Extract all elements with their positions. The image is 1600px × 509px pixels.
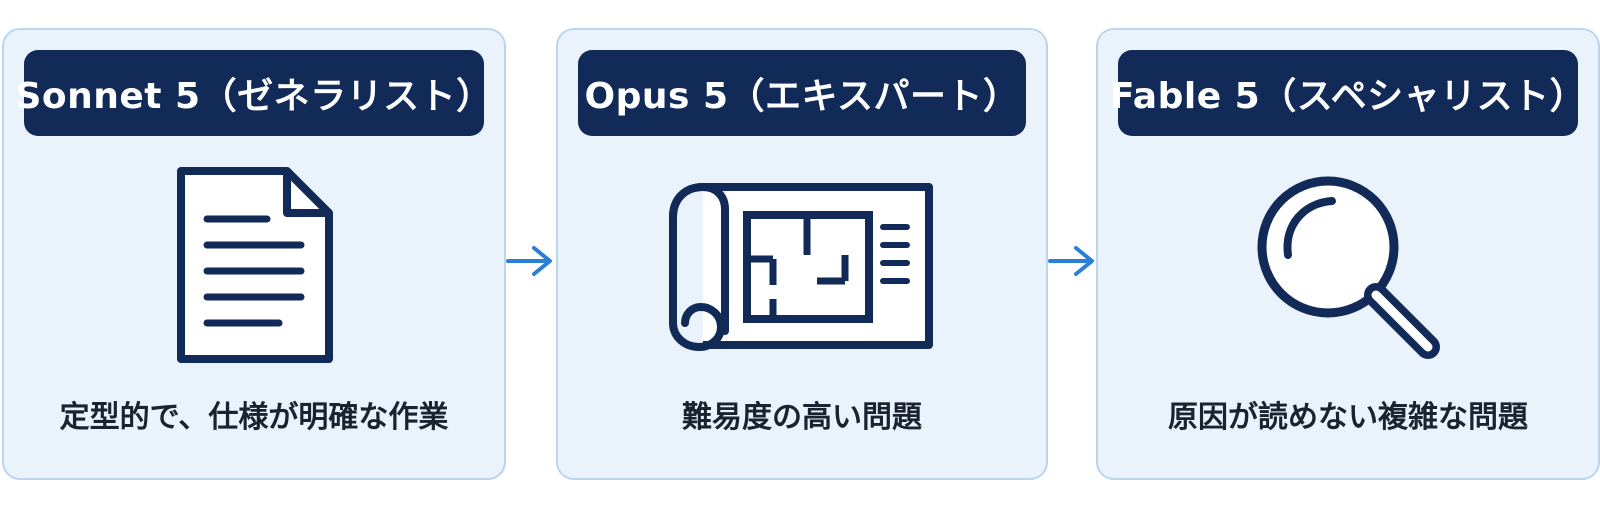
card-caption: 原因が読めない複雑な問題 xyxy=(1168,400,1528,435)
arrow-right-icon xyxy=(1048,244,1098,282)
card-title: Sonnet 5（ゼネラリスト） xyxy=(15,50,492,136)
card-title: Opus 5（エキスパート） xyxy=(578,50,1026,136)
card-caption: 定型的で、仕様が明確な作業 xyxy=(59,400,449,435)
arrow-right-icon xyxy=(506,244,556,282)
card-title: Fable 5（スペシャリスト） xyxy=(1110,50,1586,136)
card-opus: Opus 5（エキスパート） 難易度の高い問題 xyxy=(556,28,1048,480)
magnifier-icon xyxy=(1248,165,1448,369)
card-caption: 難易度の高い問題 xyxy=(682,400,922,435)
card-fable: Fable 5（スペシャリスト） 原因が読めない複雑な問題 xyxy=(1096,28,1600,480)
card-sonnet: Sonnet 5（ゼネラリスト） 定型的で、仕様が明確な作業 xyxy=(2,28,506,480)
document-icon xyxy=(169,165,339,369)
blueprint-icon xyxy=(667,165,937,359)
